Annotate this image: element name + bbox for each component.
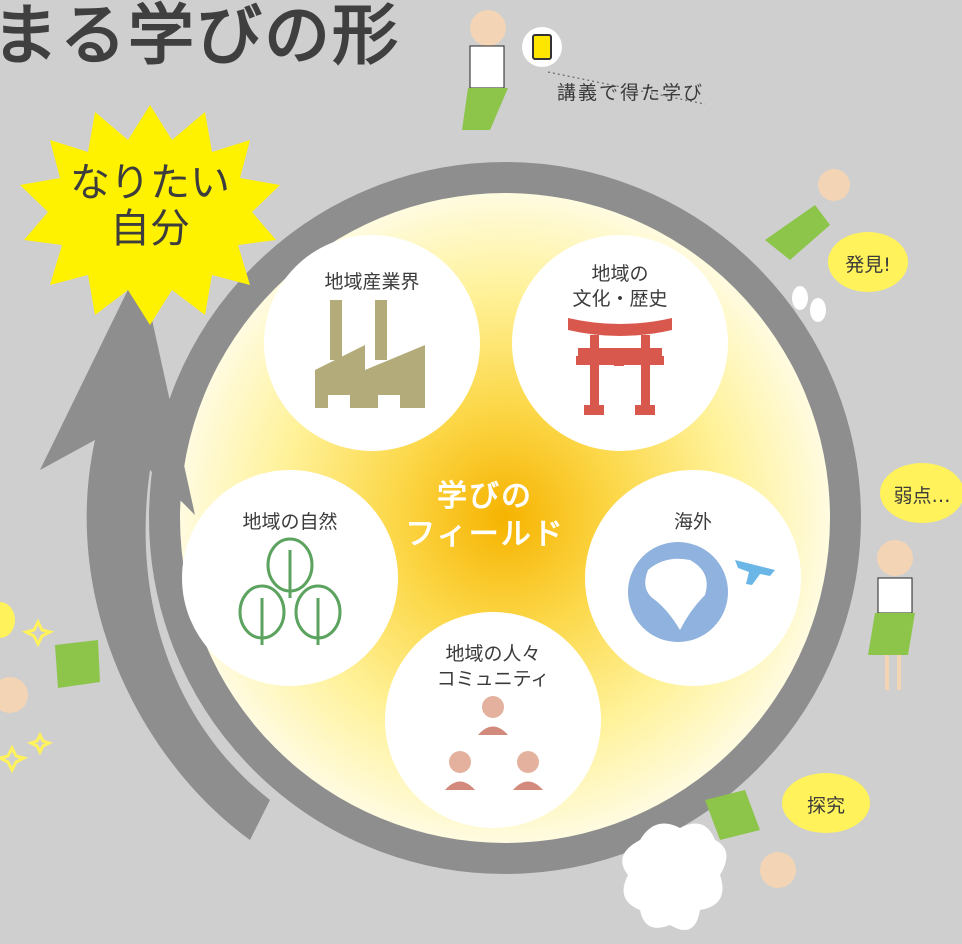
growth-arrow [40,265,270,840]
girl-left [0,640,100,713]
inquiry-bubble-label: 探究 [806,795,845,817]
node-industry-circle [264,235,480,451]
bush-icon [622,823,727,930]
node-community-line1: 地域の人々 [445,643,541,665]
community-people-icon [445,696,543,790]
trees-icon [238,537,342,645]
book-icon [522,27,562,67]
girl-right-top [765,169,850,260]
center-line1: 学びの [437,479,533,514]
node-industry-label: 地域産業界 [324,271,420,293]
discovery-bubble [828,232,908,292]
node-overseas-label: 海外 [673,511,712,533]
girl-bottom [705,790,796,888]
girl-top [462,10,508,130]
weakness-bubble-label: 弱点… [893,485,951,507]
left-bubble [0,602,15,638]
factory-icon [315,300,425,408]
goal-line1: なりたい [70,160,230,206]
learning-field-label: 学びの フィールド [400,478,570,554]
node-nature-label: 地域の自然 [242,511,338,533]
sparkle-icons [0,618,55,774]
discovery-bubble-label: 発見! [845,254,891,276]
node-culture-line2: 文化・歴史 [572,288,668,310]
girl-right [868,540,915,690]
airplane-icon [735,560,775,585]
node-community-circle [385,612,601,828]
torii-icon [568,318,672,415]
caption-dotted-line [547,71,706,105]
node-culture-circle [512,235,728,451]
sprout-icon [792,286,826,322]
weakness-bubble [880,463,962,523]
lecture-caption: 講義で得た学び [557,82,705,104]
goal-starburst [20,105,280,325]
cycle-ring [149,162,861,874]
node-community-line2: コミュニティ [436,668,550,690]
goal-line2: 自分 [110,206,190,252]
page-title: まる学びの形 [0,0,400,74]
globe-icon [628,542,728,642]
goal-label: なりたい 自分 [50,160,250,252]
center-line2: フィールド [405,517,565,552]
node-community-label: 地域の人々 コミュニティ [423,642,563,692]
node-culture-line1: 地域の [591,263,649,285]
node-culture-label: 地域の 文化・歴史 [550,262,690,312]
inquiry-bubble [782,773,870,833]
